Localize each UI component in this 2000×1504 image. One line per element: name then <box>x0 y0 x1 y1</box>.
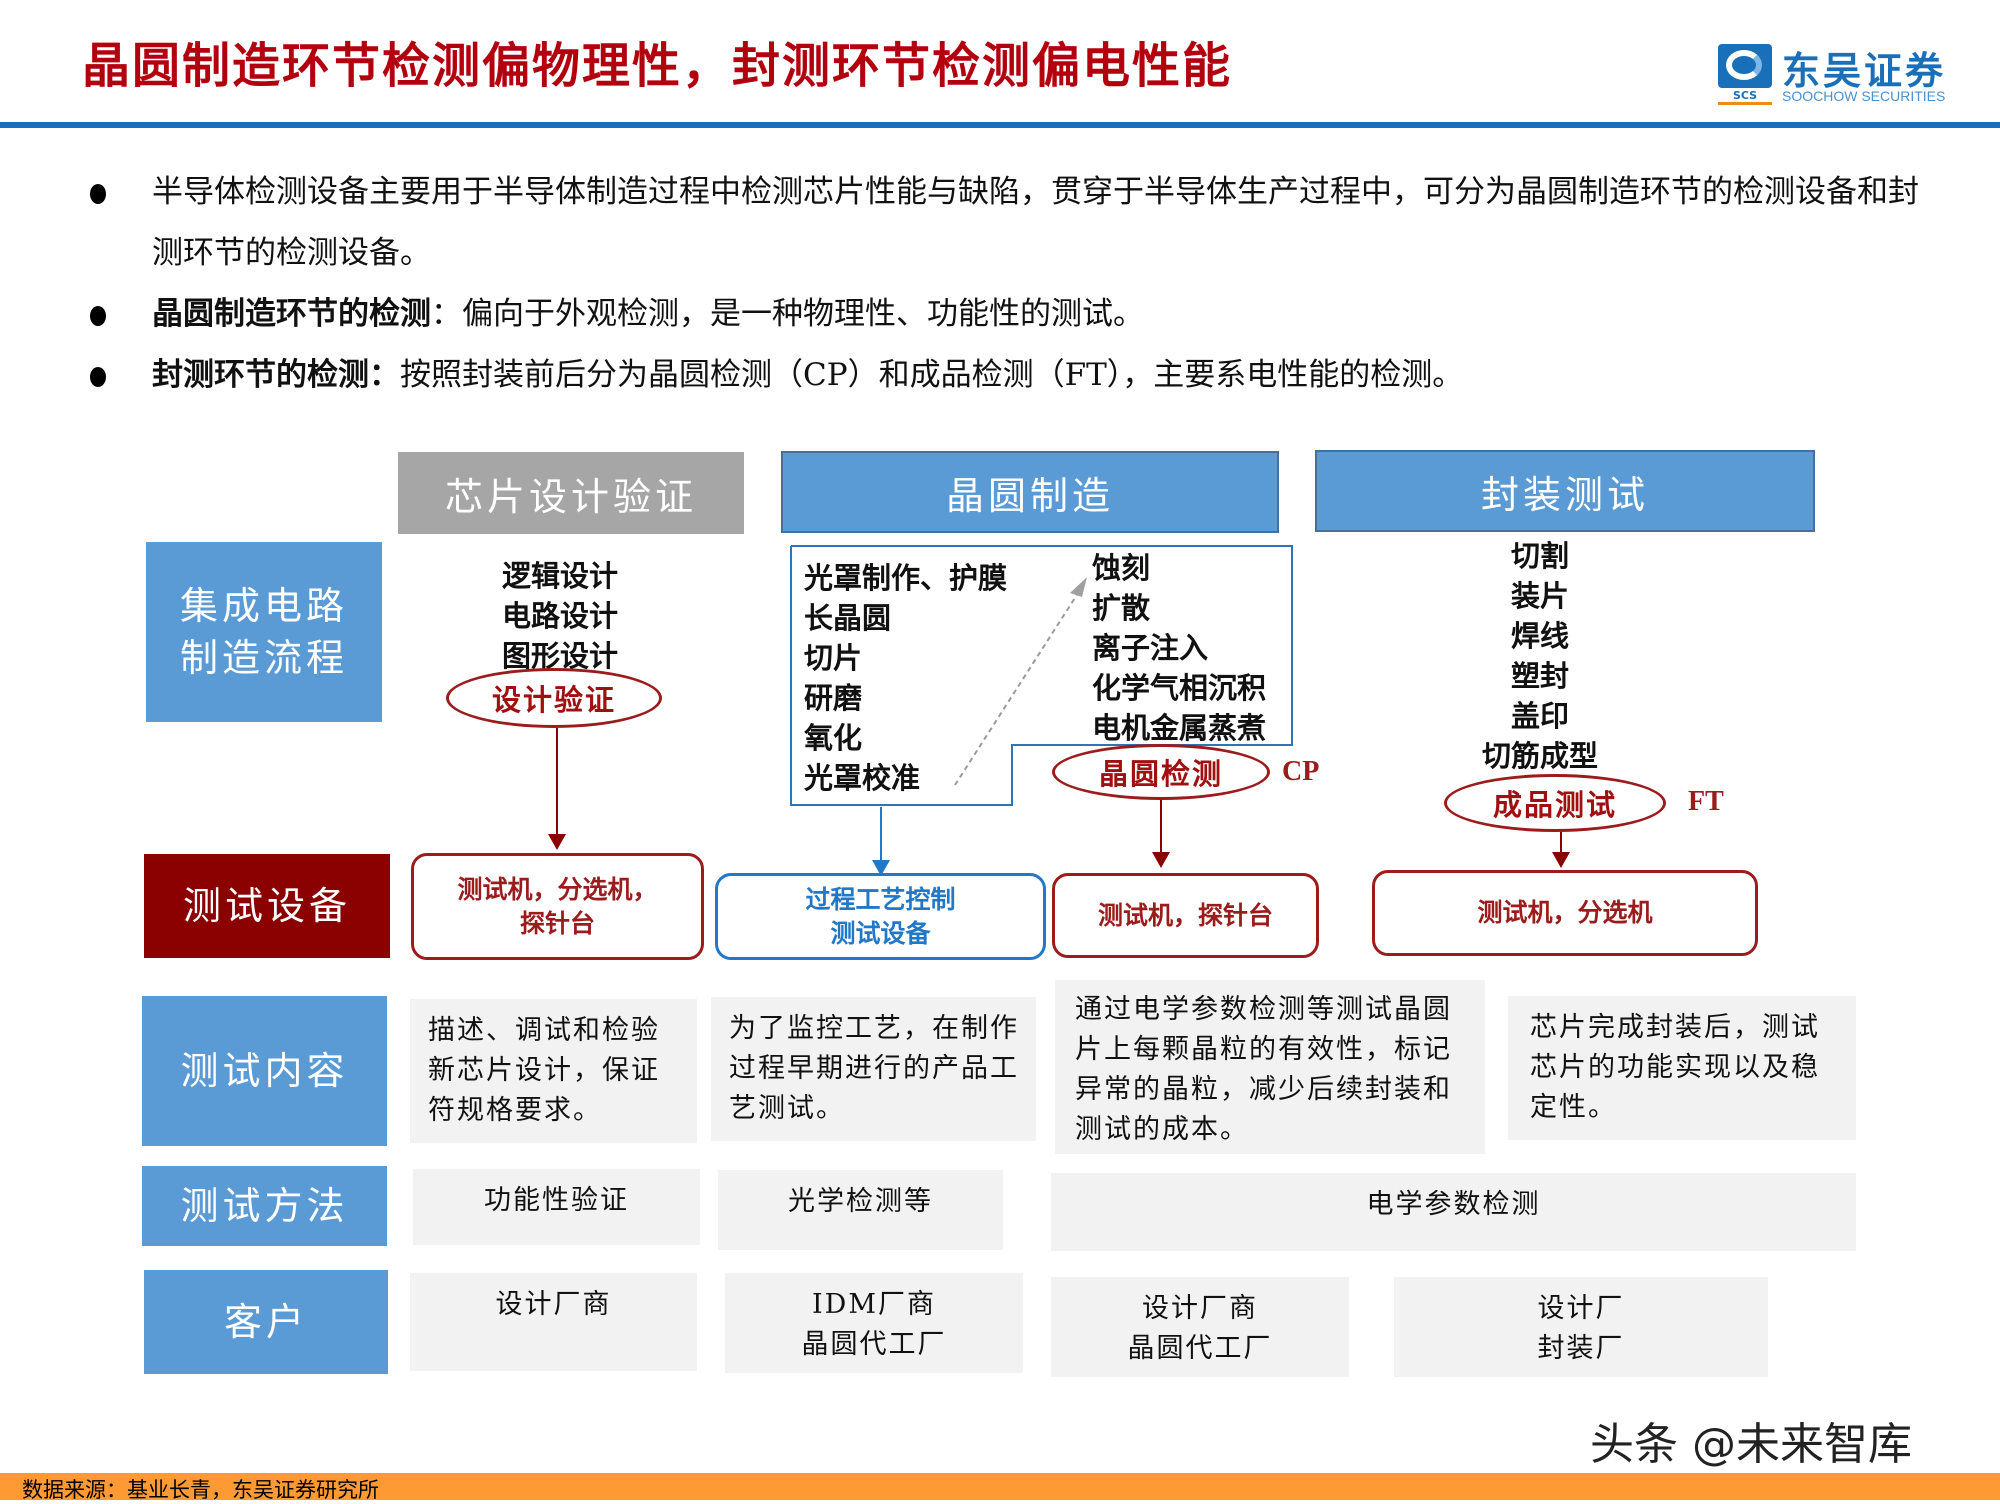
step-item: 切割 <box>1510 539 1569 573</box>
bullet-dot-icon <box>90 306 106 326</box>
method-cell: 电学参数检测 <box>1051 1173 1856 1251</box>
wafer-steps-right: 蚀刻 扩散 离子注入 化学气相沉积 电机金属蒸煮 <box>1092 548 1302 748</box>
row-label-process: 集成电路 制造流程 <box>146 542 382 722</box>
step-item: 塑封 <box>1510 659 1569 693</box>
package-steps: 切割 装片 焊线 塑封 盖印 切筋成型 <box>1430 536 1650 776</box>
customer-cell: 设计厂商 晶圆代工厂 <box>1051 1277 1349 1377</box>
cp-tag: CP <box>1282 756 1320 787</box>
connector-line <box>1560 832 1562 856</box>
row-label-method: 测试方法 <box>142 1166 387 1246</box>
ft-tag: FT <box>1688 786 1724 817</box>
design-check-oval: 设计验证 <box>446 668 662 728</box>
connector-line <box>880 807 882 867</box>
bullet-text: 按照封装前后分为晶圆检测（CP）和成品检测（FT），主要系电性能的检测。 <box>400 357 1464 393</box>
connector-line <box>556 728 558 834</box>
step-item: 离子注入 <box>1092 631 1209 665</box>
step-item: 研磨 <box>804 681 863 715</box>
arrow-down-icon <box>1152 852 1170 868</box>
wafer-steps-frame <box>790 545 1293 806</box>
arrow-down-icon <box>548 834 566 850</box>
wafer-steps-left: 光罩制作、护膜 长晶圆 切片 研磨 氧化 光罩校准 <box>804 558 1044 798</box>
bullet-text: ：偏向于外观检测，是一种物理性、功能性的测试。 <box>431 296 1144 332</box>
step-item: 切片 <box>804 641 863 675</box>
customer-cell: 设计厂 封装厂 <box>1394 1277 1768 1377</box>
row-label-content: 测试内容 <box>142 996 387 1146</box>
row-label-equipment: 测试设备 <box>144 854 390 958</box>
bullet-dot-icon <box>90 367 106 387</box>
customer-cell: IDM厂商 晶圆代工厂 <box>725 1273 1023 1373</box>
content-cell: 芯片完成封装后，测试芯片的功能实现以及稳定性。 <box>1508 996 1856 1140</box>
row-label-customer: 客户 <box>144 1270 388 1374</box>
step-item: 电机金属蒸煮 <box>1092 711 1267 745</box>
stage-header-design: 芯片设计验证 <box>398 452 744 534</box>
package-check-oval: 成品测试 <box>1444 774 1666 832</box>
bullet-text: 半导体检测设备主要用于半导体制造过程中检测芯片性能与缺陷，贯穿于半导体生产过程中… <box>152 174 1919 271</box>
equipment-box-design: 测试机，分选机， 探针台 <box>411 853 704 960</box>
step-item: 电路设计 <box>501 599 618 633</box>
step-item: 蚀刻 <box>1092 551 1151 585</box>
content-cell: 通过电学参数检测等测试晶圆片上每颗晶粒的有效性，标记异常的晶粒，减少后续封装和测… <box>1055 980 1485 1154</box>
bullet-bold: 封测环节的检测： <box>152 357 400 393</box>
step-item: 装片 <box>1510 579 1569 613</box>
bullet-item: 晶圆制造环节的检测：偏向于外观检测，是一种物理性、功能性的测试。 <box>80 284 1920 345</box>
step-item: 焊线 <box>1510 619 1569 653</box>
bullet-list: 半导体检测设备主要用于半导体制造过程中检测芯片性能与缺陷，贯穿于半导体生产过程中… <box>80 162 1920 406</box>
step-item: 盖印 <box>1510 699 1569 733</box>
connector-line <box>1160 800 1162 854</box>
step-item: 切筋成型 <box>1481 739 1598 773</box>
step-item: 光罩校准 <box>804 761 921 795</box>
method-cell: 功能性验证 <box>413 1169 700 1245</box>
logo-cn-name: 东吴证券 <box>1782 49 1947 93</box>
step-item: 扩散 <box>1092 591 1151 625</box>
step-item: 氧化 <box>804 721 863 755</box>
arrow-down-icon <box>872 860 890 876</box>
bullet-item: 封测环节的检测：按照封装前后分为晶圆检测（CP）和成品检测（FT），主要系电性能… <box>80 345 1920 406</box>
header-divider <box>0 122 2000 128</box>
method-cell: 光学检测等 <box>718 1170 1003 1250</box>
design-steps: 逻辑设计 电路设计 图形设计 <box>440 556 680 676</box>
step-item: 逻辑设计 <box>501 559 618 593</box>
logo-abbr: SCS <box>1718 90 1772 105</box>
arrow-down-icon <box>1552 852 1570 868</box>
bullet-dot-icon <box>90 184 106 204</box>
bullet-bold: 晶圆制造环节的检测 <box>152 296 431 332</box>
equipment-box-wafer: 测试机，探针台 <box>1052 873 1319 958</box>
soochow-logo-icon <box>1718 44 1772 88</box>
step-item: 光罩制作、护膜 <box>804 561 1008 595</box>
page-title: 晶圆制造环节检测偏物理性，封测环节检测偏电性能 <box>82 38 1233 94</box>
content-cell: 描述、调试和检验新芯片设计，保证符规格要求。 <box>410 999 697 1143</box>
step-item: 长晶圆 <box>804 601 892 635</box>
equipment-box-package: 测试机，分选机 <box>1372 870 1758 956</box>
footer-bar <box>0 1473 2000 1500</box>
company-logo: SCS 东吴证券 SOOCHOW SECURITIES <box>1718 44 1978 105</box>
logo-en-name: SOOCHOW SECURITIES <box>1782 88 1946 104</box>
equipment-box-process: 过程工艺控制 测试设备 <box>715 873 1046 960</box>
wafer-check-oval: 晶圆检测 <box>1052 744 1270 800</box>
watermark: 头条 @未来智库 <box>1590 1419 1912 1470</box>
source-note: 数据来源：基业长青，东吴证券研究所 <box>22 1478 379 1502</box>
stage-header-package: 封装测试 <box>1315 450 1815 532</box>
bullet-item: 半导体检测设备主要用于半导体制造过程中检测芯片性能与缺陷，贯穿于半导体生产过程中… <box>80 162 1920 284</box>
content-cell: 为了监控工艺，在制作过程早期进行的产品工艺测试。 <box>711 997 1036 1141</box>
step-item: 化学气相沉积 <box>1092 671 1267 705</box>
customer-cell: 设计厂商 <box>410 1273 697 1371</box>
stage-header-wafer: 晶圆制造 <box>781 451 1279 533</box>
